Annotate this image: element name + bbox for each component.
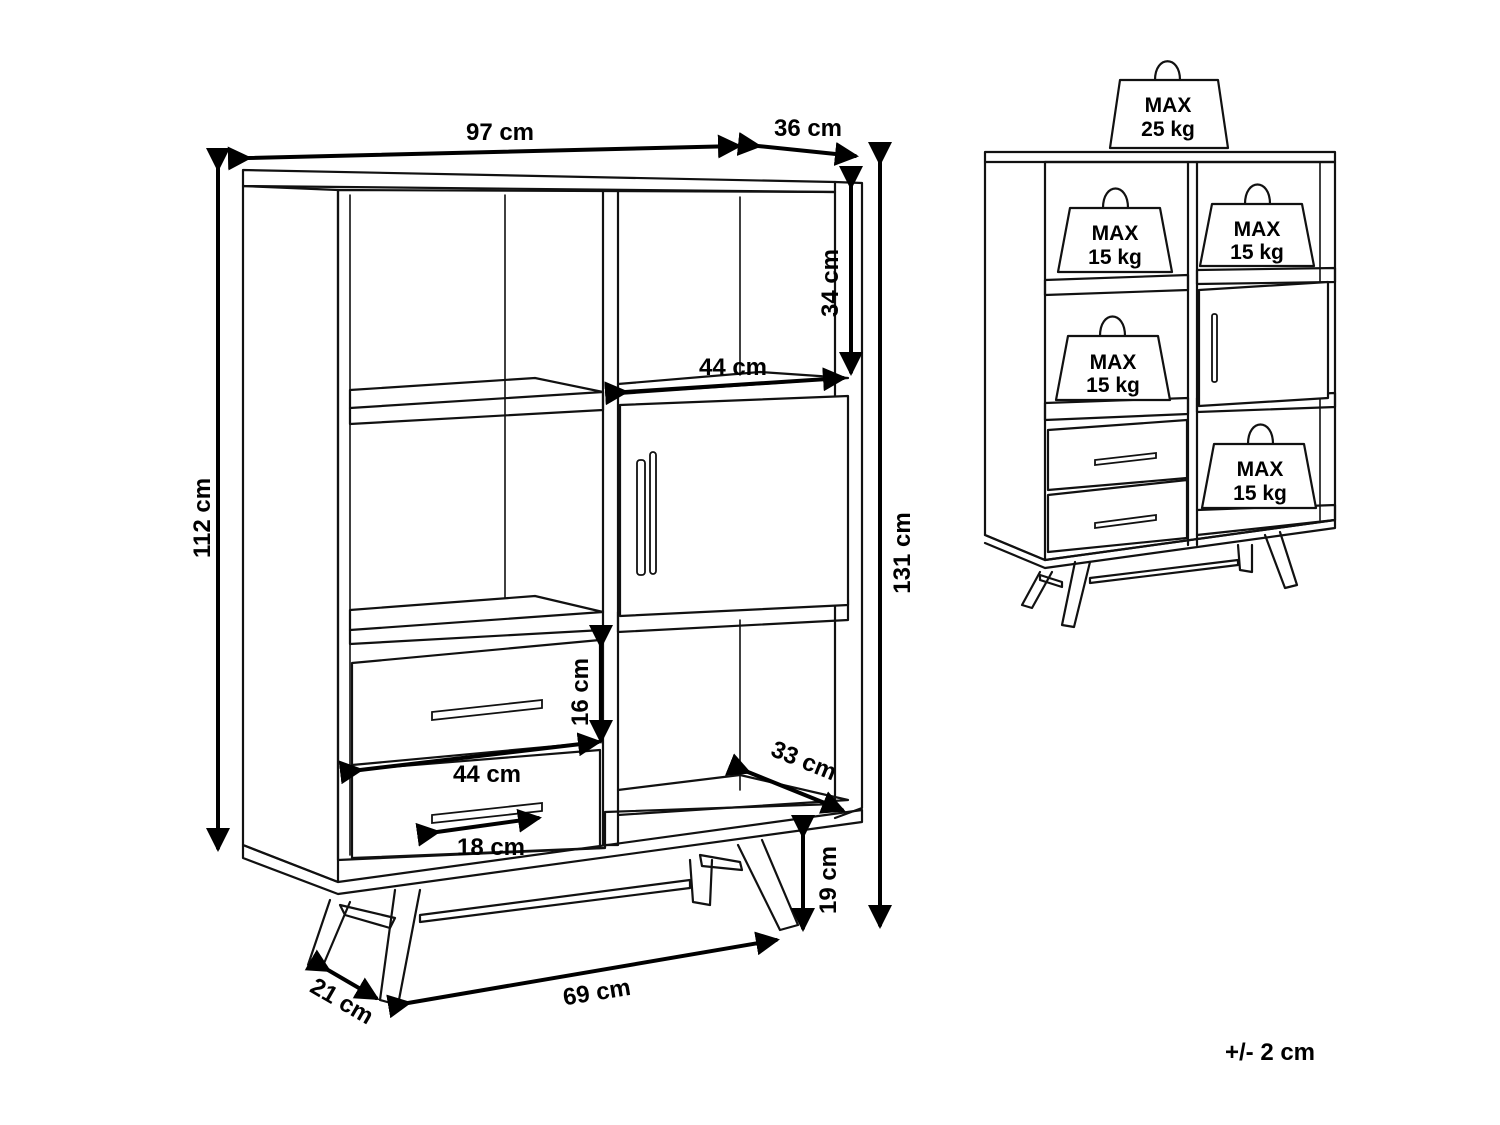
width-label: 97 cm [466, 119, 534, 146]
load-drawer-top [1046, 418, 1189, 492]
base-apron [241, 808, 864, 896]
left-side-panel [241, 184, 340, 884]
load-cabinet [983, 150, 1337, 629]
weight-shelf-middle-left-label: MAX [1090, 351, 1137, 374]
load-drawer-bottom [1046, 478, 1189, 554]
handle-width-label: 18 cm [457, 834, 525, 861]
dimension-lines [206, 132, 892, 1019]
left-shelf-1 [348, 376, 605, 410]
depth-label: 36 cm [774, 115, 842, 142]
total-height-label: 131 cm [889, 512, 916, 593]
load-top-board [983, 150, 1337, 164]
front-frame [336, 188, 837, 862]
weight-shelf-top-right: MAX 15 kg [1198, 183, 1316, 268]
weight-top-label: MAX [1145, 94, 1192, 117]
weight-shelf-bottom-right-label: MAX [1237, 458, 1284, 481]
weight-shelf-top-left-value: 15 kg [1088, 246, 1142, 269]
weight-shelf-bottom-right-value: 15 kg [1233, 482, 1287, 505]
weight-shelf-middle-left-value: 15 kg [1086, 374, 1140, 397]
weight-shelf-top-left: MAX 15 kg [1056, 187, 1174, 274]
inner-depth-label: 33 cm [767, 736, 840, 787]
drawer-width-label: 44 cm [453, 761, 521, 788]
door-handle [636, 459, 646, 576]
drawer-top-handle [431, 698, 543, 722]
leg-depth-label: 21 cm [306, 973, 378, 1030]
leg-height-label: 19 cm [815, 846, 842, 914]
stretcher [418, 878, 692, 924]
weight-top: MAX 25 kg [1108, 60, 1230, 150]
leg-back-right [688, 858, 714, 907]
weight-top-value: 25 kg [1141, 118, 1195, 141]
weight-shelf-bottom-right: MAX 15 kg [1200, 423, 1318, 510]
main-cabinet [241, 168, 864, 1007]
leg-span-label: 69 cm [561, 974, 632, 1011]
drawer-height-label: 16 cm [567, 658, 594, 726]
left-shelf-2 [348, 594, 605, 632]
leg-front-left [378, 888, 422, 1007]
weight-shelf-top-left-label: MAX [1092, 222, 1139, 245]
body-height-label: 112 cm [189, 478, 216, 558]
leg-front-right [736, 838, 800, 932]
load-door [1197, 280, 1330, 408]
tolerance-note: +/- 2 cm [1225, 1039, 1315, 1066]
weight-shelf-top-right-value: 15 kg [1230, 241, 1284, 264]
door-width-label: 44 cm [699, 354, 767, 381]
weight-shelf-top-right-label: MAX [1234, 218, 1281, 241]
weight-shelf-middle-left: MAX 15 kg [1054, 315, 1172, 402]
compartment-height-label: 34 cm [817, 249, 844, 317]
